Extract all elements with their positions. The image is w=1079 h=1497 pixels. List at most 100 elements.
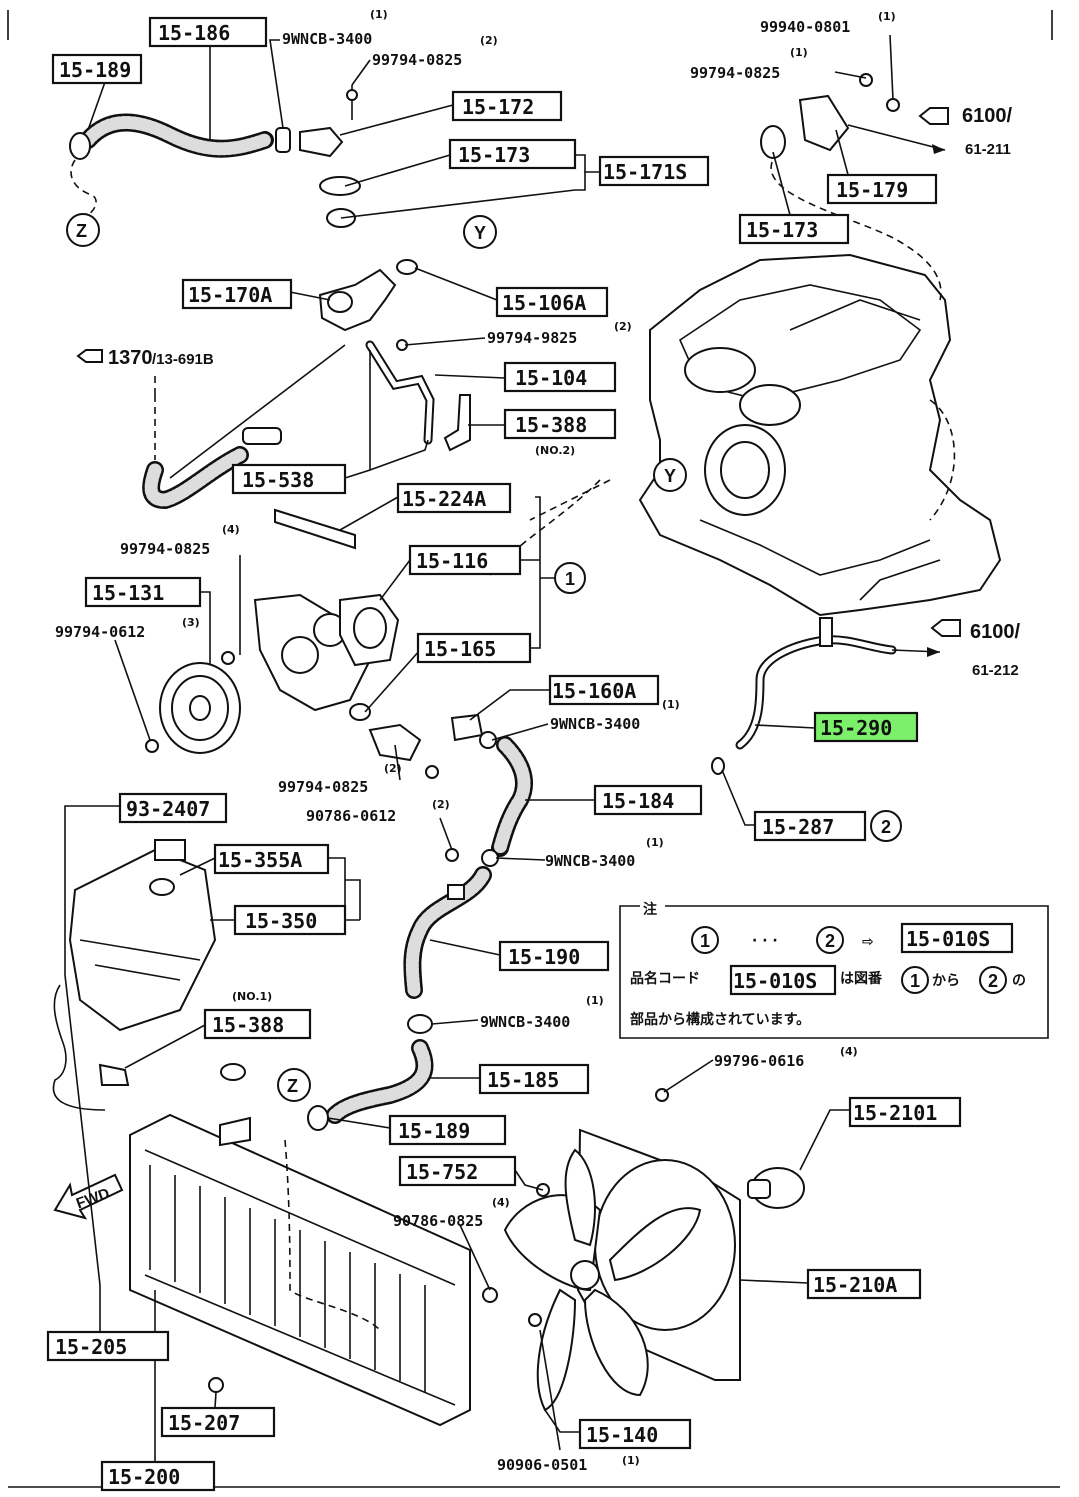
marker-y-top [463, 215, 497, 249]
label-15-210a: 15-210A [813, 1273, 897, 1297]
note-code-2: 15-010S [733, 969, 817, 993]
label-15-388-no2: 15-388 [515, 413, 587, 437]
note-box: 注 1 · · · 2 ⇨ 15-010S 品名コード 15-010S は図番 … [619, 901, 1049, 1039]
label-15-350: 15-350 [245, 909, 317, 933]
label-99794-0825-b: 99794-0825 [690, 64, 780, 82]
label-15-224a: 15-224A [402, 487, 486, 511]
label-15-538: 15-538 [242, 468, 314, 492]
note-line2-a: 品名コード [630, 970, 700, 987]
label-9wncb-bot: 9WNCB-3400 [480, 1013, 570, 1031]
note-line2-c: から [932, 973, 960, 989]
label-15-116: 15-116 [416, 549, 488, 573]
qty-99794-0612: (3) [182, 616, 200, 629]
label-99794-0825-a: 99794-0825 [372, 51, 462, 69]
label-99794-0825-d: 99794-0825 [278, 778, 368, 796]
svg-text:Z: Z [287, 1076, 298, 1096]
label-15-185: 15-185 [487, 1068, 559, 1092]
route-dash-z-bottom [284, 1139, 381, 1331]
label-90906-0501: 90906-0501 [497, 1456, 587, 1474]
radiator-assembly [129, 1063, 498, 1427]
pointing-hand-icon [918, 107, 949, 125]
svg-text:Z: Z [76, 221, 87, 241]
highlight-15-290 [813, 711, 919, 743]
qty-90786-0612: (2) [432, 798, 450, 811]
label-15-190: 15-190 [508, 945, 580, 969]
svg-text:Y: Y [664, 466, 676, 486]
ref-1370: 1370 [108, 347, 153, 369]
label-15-290: 15-290 [820, 716, 892, 740]
label-15-186: 15-186 [158, 21, 230, 45]
part-labels: 15-186 15-189 9WNCB-3400 (1) 99794-0825 … [46, 8, 962, 1492]
label-15-106a: 15-106A [502, 291, 586, 315]
svg-text:2: 2 [988, 971, 998, 991]
label-99794-0825-c: 99794-0825 [120, 540, 210, 558]
qty-99796-0616: (4) [840, 1045, 858, 1058]
note-arrow: ⇨ [862, 934, 874, 950]
label-9wncb-low: 9WNCB-3400 [545, 852, 635, 870]
water-outlet-assembly [318, 259, 471, 452]
svg-text:1: 1 [910, 971, 920, 991]
marker-y-engine [653, 458, 687, 492]
qty-9wncb-bot: (1) [586, 994, 604, 1007]
note-line2-d: の [1012, 973, 1026, 989]
label-93-2407: 93-2407 [126, 797, 210, 821]
water-pipe-15-290 [711, 617, 941, 775]
label-9wncb-mid: 9WNCB-3400 [550, 715, 640, 733]
svg-text:1: 1 [700, 931, 710, 951]
label-15-104: 15-104 [515, 366, 587, 390]
marker-z-top [66, 213, 100, 247]
label-15-207: 15-207 [168, 1411, 240, 1435]
label-15-205: 15-205 [55, 1335, 127, 1359]
water-pump-assembly [145, 508, 439, 779]
fwd-label: FWD [74, 1185, 112, 1213]
qty-90906-0501: (1) [622, 1454, 640, 1467]
label-15-184: 15-184 [602, 789, 674, 813]
label-15-200: 15-200 [108, 1465, 180, 1489]
label-15-179: 15-179 [836, 178, 908, 202]
label-15-170a: 15-170A [188, 283, 272, 307]
leader-lines [64, 34, 894, 1470]
label-15-287: 15-287 [762, 815, 834, 839]
qty-99940-0801: (1) [878, 10, 896, 23]
heater-hose-15-538 [142, 344, 346, 510]
qty-99794-9825: (2) [614, 320, 632, 333]
label-15-388-no2-sub: (NO.2) [535, 444, 575, 457]
qty-9wncb-top: (1) [370, 8, 388, 21]
label-15-172: 15-172 [462, 95, 534, 119]
circle-markers: Z Y Y 1 2 Z [66, 213, 902, 1102]
label-99940-0801: 99940-0801 [760, 18, 850, 36]
route-dash-z-top [70, 159, 97, 216]
label-15-165: 15-165 [424, 637, 496, 661]
label-90786-0825: 90786-0825 [393, 1212, 483, 1230]
svg-text:Y: Y [474, 223, 486, 243]
label-15-160a: 15-160A [552, 679, 636, 703]
pointing-hand-icon [930, 619, 961, 637]
marker-1 [554, 562, 586, 594]
ref-61-211: 61-211 [965, 141, 1011, 158]
label-15-173-top: 15-173 [458, 143, 530, 167]
ref-6100-top: 6100/ [962, 105, 1012, 127]
note-dots: · · · [752, 933, 778, 949]
qty-99794-0825-b: (1) [790, 46, 808, 59]
upper-bypass-hose [69, 85, 361, 228]
label-15-752: 15-752 [406, 1160, 478, 1184]
label-90786-0612: 90786-0612 [306, 807, 396, 825]
note-line3: 部品から構成されています。 [630, 1011, 810, 1028]
ref-13-691b: /13-691B [152, 351, 214, 368]
note-line2-b: は図番 [840, 970, 883, 987]
marker-2 [870, 810, 902, 842]
marker-z-bottom [277, 1068, 311, 1102]
ref-6100-bottom: 6100/ [970, 621, 1020, 643]
qty-99794-0825-a: (2) [480, 34, 498, 47]
label-9wncb-top: 9WNCB-3400 [282, 30, 372, 48]
engine-block [638, 253, 1002, 617]
note-title: 注 [643, 901, 657, 918]
label-15-171s: 15-171S [603, 160, 687, 184]
label-15-173-right: 15-173 [746, 218, 818, 242]
label-15-189-bottom: 15-189 [398, 1119, 470, 1143]
pointing-hand-icon [76, 349, 103, 363]
coolant-reservoir [52, 839, 217, 1111]
qty-9wncb-low: (1) [646, 836, 664, 849]
